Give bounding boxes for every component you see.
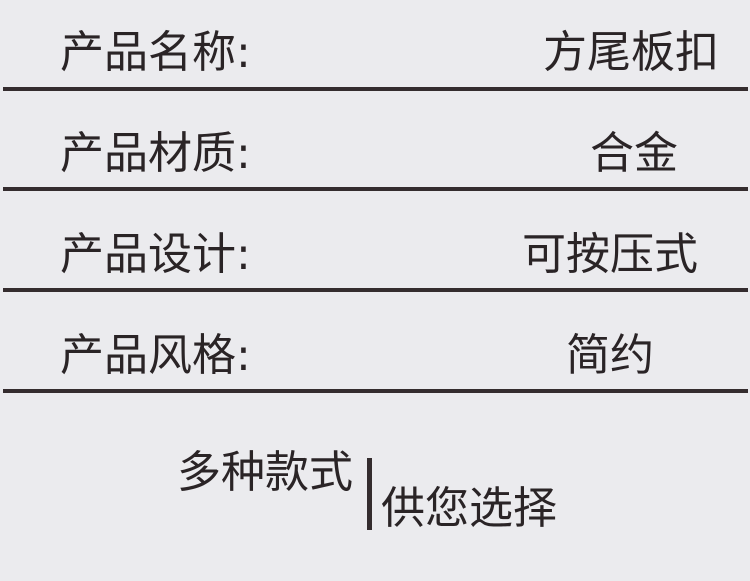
spec-label: 产品设计: xyxy=(60,229,251,280)
spec-label: 产品材质: xyxy=(60,128,251,179)
spec-value: 简约 xyxy=(566,330,654,381)
row-divider xyxy=(3,187,748,191)
spec-value: 方尾板扣 xyxy=(543,27,719,78)
row-divider xyxy=(3,288,748,292)
spec-row-name: 产品名称: 方尾板扣 xyxy=(0,0,750,101)
spec-value: 合金 xyxy=(590,128,678,179)
spec-label: 产品名称: xyxy=(60,27,251,78)
tagline-separator xyxy=(367,458,372,530)
spec-value: 可按压式 xyxy=(522,229,698,280)
row-divider xyxy=(3,389,748,393)
spec-row-material: 产品材质: 合金 xyxy=(0,101,750,202)
tagline-right-text: 供您选择 xyxy=(381,483,557,534)
spec-label: 产品风格: xyxy=(60,330,251,381)
row-divider xyxy=(3,87,748,91)
spec-row-style: 产品风格: 简约 xyxy=(0,303,750,404)
spec-row-design: 产品设计: 可按压式 xyxy=(0,202,750,303)
tagline-left-text: 多种款式 xyxy=(177,447,353,498)
